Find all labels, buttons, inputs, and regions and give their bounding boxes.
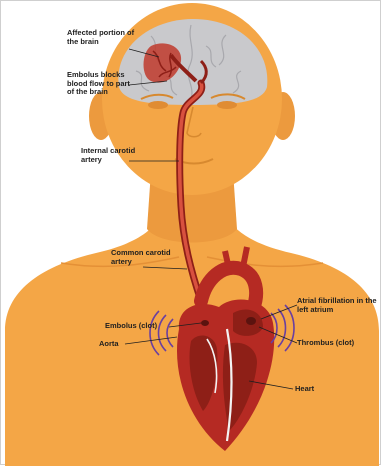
left-eye [148,101,168,109]
label-embolus-clot: Embolus (clot) [105,322,171,331]
embolus-clot [201,320,209,326]
label-heart: Heart [295,385,335,394]
vessel-left [225,251,229,269]
right-eye [217,101,237,109]
label-common-carotid: Common carotid artery [111,249,171,266]
label-atrial-fibrillation: Atrial fibrillation in the left atrium [297,297,377,314]
label-aorta: Aorta [99,340,129,349]
label-embolus-blocks: Embolus blocks blood flow to part of the… [67,71,133,97]
vessel-right [243,247,247,267]
thrombus [246,317,256,325]
label-internal-carotid: Internal carotid artery [81,147,137,164]
label-affected-brain: Affected portion of the brain [67,29,139,46]
label-thrombus: Thrombus (clot) [297,339,377,348]
